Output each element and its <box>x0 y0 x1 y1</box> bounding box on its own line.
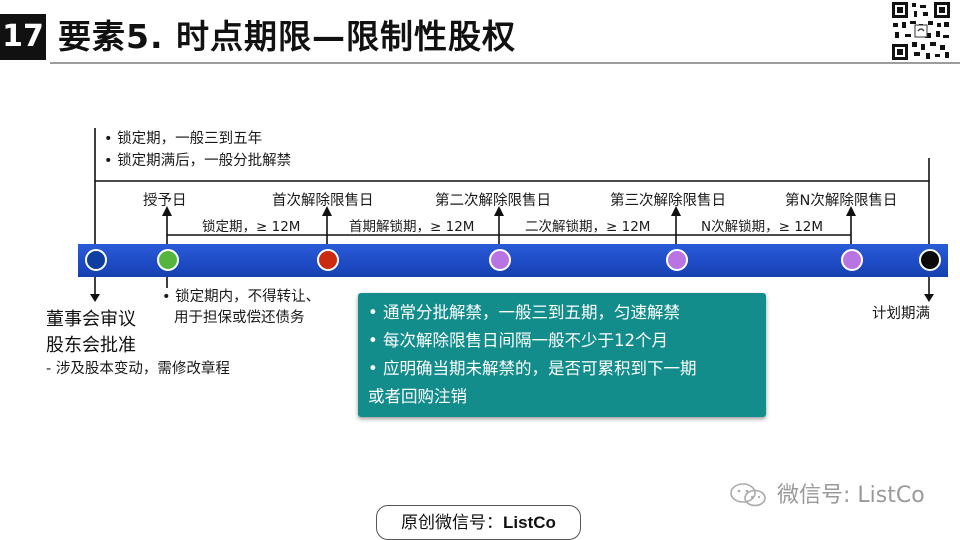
footer-prefix: 原创微信号： <box>401 513 504 533</box>
stage-label-grant-date: 授予日 <box>143 193 187 209</box>
stage-label-nth-release: 第N次解除限售日 <box>785 193 898 209</box>
watermark-text: 微信号: ListCo <box>777 483 925 508</box>
period-label-lock: 锁定期，≥ 12M <box>202 219 301 235</box>
grant-restriction-note: 用于担保或偿还债务 <box>174 310 305 326</box>
second-release-node <box>489 249 511 271</box>
footer-account-badge: 原创微信号：ListCo <box>376 505 581 540</box>
footer-account: ListCo <box>503 513 556 532</box>
stage-label-first-release: 首次解除限售日 <box>272 193 374 209</box>
board-approval-label: 董事会审议 <box>46 309 136 330</box>
stage-label-second-release: 第二次解除限售日 <box>435 193 551 209</box>
top-note: 锁定期满后，一般分批解禁 <box>104 149 291 170</box>
shareholder-approval-label: 股东会批准 <box>46 335 136 356</box>
callout-line: 应明确当期未解禁的，是否可累积到下一期 <box>368 355 697 379</box>
top-note: 锁定期，一般三到五年 <box>104 127 262 148</box>
period-label-nth-unlock: N次解锁期，≥ 12M <box>701 219 824 235</box>
start-node <box>85 249 107 271</box>
timeline-bar <box>78 244 948 277</box>
charter-amendment-note: - 涉及股本变动，需修改章程 <box>46 361 230 377</box>
qr-code-icon <box>890 0 952 62</box>
plan-expiry-label: 计划期满 <box>872 306 930 322</box>
release-rules-callout: 通常分批解禁，一般三到五期，匀速解禁 每次解除限售日间隔一般不少于12个月 应明… <box>358 293 766 417</box>
period-label-second-unlock: 二次解锁期，≥ 12M <box>525 219 651 235</box>
first-release-node <box>317 249 339 271</box>
callout-line: 或者回购注销 <box>368 387 467 406</box>
nth-release-node <box>841 249 863 271</box>
title-divider <box>50 62 960 64</box>
third-release-node <box>666 249 688 271</box>
period-label-first-unlock: 首期解锁期，≥ 12M <box>349 219 475 235</box>
end-node <box>919 249 941 271</box>
grant-restriction-note: 锁定期内，不得转让、 <box>162 285 320 306</box>
callout-line: 通常分批解禁，一般三到五期，匀速解禁 <box>368 299 680 323</box>
stage-label-third-release: 第三次解除限售日 <box>610 193 726 209</box>
slide-number: 17 <box>0 14 46 60</box>
grant-node <box>157 249 179 271</box>
wechat-icon <box>730 483 766 507</box>
page-title: 要素5. 时点期限—限制性股权 <box>58 17 516 56</box>
callout-line: 每次解除限售日间隔一般不少于12个月 <box>368 327 668 351</box>
